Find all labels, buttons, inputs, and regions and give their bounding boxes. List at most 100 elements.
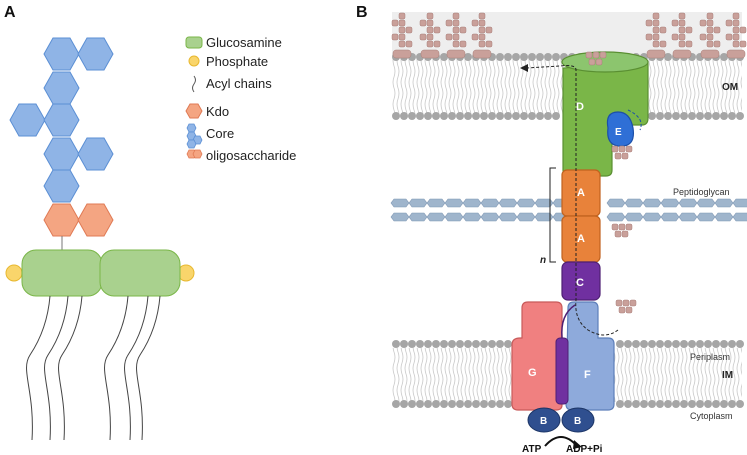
peptidoglycan-unit (642, 212, 662, 222)
lptb-protein (561, 407, 595, 433)
lipid-head (392, 340, 400, 348)
lptb-label: B (574, 416, 581, 427)
peptidoglycan-unit (660, 198, 680, 208)
lipid-a-block (472, 49, 492, 59)
lps-sugar (706, 19, 714, 27)
lipid-head (672, 112, 680, 120)
lipid-head (544, 112, 552, 120)
lps-sugar (621, 230, 629, 238)
lipid-head (688, 340, 696, 348)
phosphate-circle (5, 264, 23, 282)
peptidoglycan-unit (480, 212, 500, 222)
core-hexagon (43, 103, 80, 137)
lps-sugar (471, 33, 479, 41)
lps-sugar (621, 152, 629, 160)
lipid-head (688, 400, 696, 408)
lipid-head (624, 400, 632, 408)
lipid-head (496, 400, 504, 408)
lps-sugar (706, 26, 714, 34)
lptg-label: G (528, 367, 537, 379)
lipid-head (664, 53, 672, 61)
lipid-head (712, 400, 720, 408)
peptidoglycan-unit (444, 198, 464, 208)
lipid-head (456, 112, 464, 120)
legend-label: Kdo (206, 104, 229, 119)
lipid-head (424, 340, 432, 348)
lipid-head (504, 400, 512, 408)
lps-cargo (585, 51, 637, 314)
lps-sugar (611, 145, 619, 153)
peptidoglycan-unit (498, 212, 518, 222)
lps-sugar (391, 19, 399, 27)
lps-sugar (391, 33, 399, 41)
lptc-label: C (576, 277, 584, 289)
peptidoglycan-unit (390, 198, 410, 208)
lptc-protein (561, 261, 601, 301)
lipid-head (472, 400, 480, 408)
lipid-head (728, 340, 736, 348)
lipid-head (696, 400, 704, 408)
lps-sugar (678, 19, 686, 27)
lipid-head (680, 112, 688, 120)
lps-sugar (398, 26, 406, 34)
lipid-head (624, 340, 632, 348)
lipid-head (448, 112, 456, 120)
lps-sugar (398, 40, 406, 48)
core-kdo-legend-icon (186, 149, 203, 159)
lps-sugar (405, 40, 413, 48)
lipid-head (552, 112, 560, 120)
lipid-head (504, 112, 512, 120)
peptidoglycan-unit (462, 198, 482, 208)
lipid-head (736, 112, 744, 120)
lps-sugar (433, 26, 441, 34)
peptidoglycan-unit (624, 198, 644, 208)
lps-sugar (398, 12, 406, 20)
lipid-head (696, 340, 704, 348)
lipid-head (440, 400, 448, 408)
core-hexagon (43, 137, 80, 171)
lps-sugar (625, 306, 633, 314)
peptidoglycan-unit (516, 198, 536, 208)
lipid-head (400, 400, 408, 408)
lipid-head (408, 112, 416, 120)
lipid-head (512, 112, 520, 120)
lptb-label: B (540, 416, 547, 427)
lipid-head (480, 400, 488, 408)
lipid-head (712, 112, 720, 120)
lipid-head (432, 400, 440, 408)
lps-sugar (478, 40, 486, 48)
lps-sugar (478, 26, 486, 34)
lipid-head (640, 340, 648, 348)
im-label: IM (722, 370, 733, 381)
lipid-head (392, 112, 400, 120)
lpt-complex: D E A A n C G F B B ATP ADP+Pi (511, 51, 649, 455)
lipid-head (632, 340, 640, 348)
lptf-label: F (584, 369, 591, 381)
lipid-head (680, 340, 688, 348)
lipid-head (488, 340, 496, 348)
atp-label: ATP (522, 444, 542, 455)
lps-sugar (732, 12, 740, 20)
lps-sugar (445, 33, 453, 41)
lipid-head (432, 112, 440, 120)
lps-sugar (419, 33, 427, 41)
lps-sugar (471, 19, 479, 27)
lps-sugar (618, 223, 626, 231)
n-label: n (540, 255, 546, 266)
peptidoglycan-layer: Peptidoglycan (390, 187, 747, 222)
lipid-a-block (672, 49, 692, 59)
lipid-head (448, 400, 456, 408)
lipid-a-block (446, 49, 466, 59)
lps-sugar (629, 299, 637, 307)
lipid-a-block (420, 49, 440, 59)
lps-sugar (732, 26, 740, 34)
lps-sugar (645, 19, 653, 27)
lps-sugar (615, 299, 623, 307)
lps-sugar (678, 33, 686, 41)
lipid-head (512, 53, 520, 61)
peptidoglycan-unit (390, 212, 410, 222)
lipid-head (416, 340, 424, 348)
lipid-head (704, 400, 712, 408)
core-hexagon (43, 169, 80, 203)
